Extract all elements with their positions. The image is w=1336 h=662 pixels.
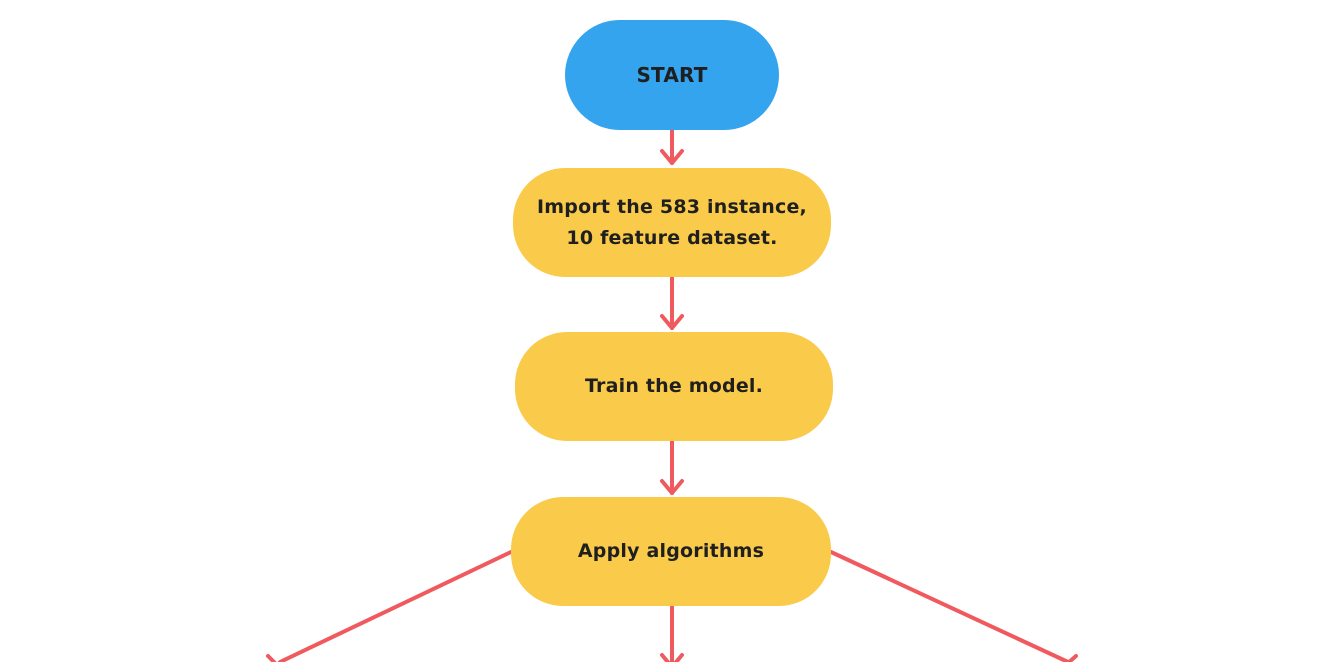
connector-apply-to-left-branch xyxy=(266,550,513,662)
arrowhead xyxy=(1066,654,1078,662)
start-node: START xyxy=(565,20,779,130)
connector-start-to-import xyxy=(660,128,684,165)
train-model-label: Train the model. xyxy=(584,375,764,397)
arrowhead xyxy=(660,314,684,330)
connector-apply-to-center-branch xyxy=(660,604,684,662)
arrowhead xyxy=(660,479,684,495)
apply-algorithms-node: Apply algorithms xyxy=(511,497,831,606)
arrowhead xyxy=(660,653,684,662)
arrowhead xyxy=(266,654,277,662)
import-dataset-label: Import the 583 instance, 10 feature data… xyxy=(537,195,807,249)
apply-algorithms-label: Apply algorithms xyxy=(577,540,765,562)
connector-apply-to-right-branch xyxy=(829,550,1078,662)
connector-import-to-train xyxy=(660,275,684,330)
connector-line xyxy=(278,550,513,662)
arrowhead xyxy=(660,149,684,165)
import-dataset-node: Import the 583 instance, 10 feature data… xyxy=(513,168,831,277)
connector-train-to-apply xyxy=(660,439,684,495)
train-model-node: Train the model. xyxy=(515,332,833,441)
connector-line xyxy=(829,550,1070,662)
start-node-label: START xyxy=(636,63,708,87)
